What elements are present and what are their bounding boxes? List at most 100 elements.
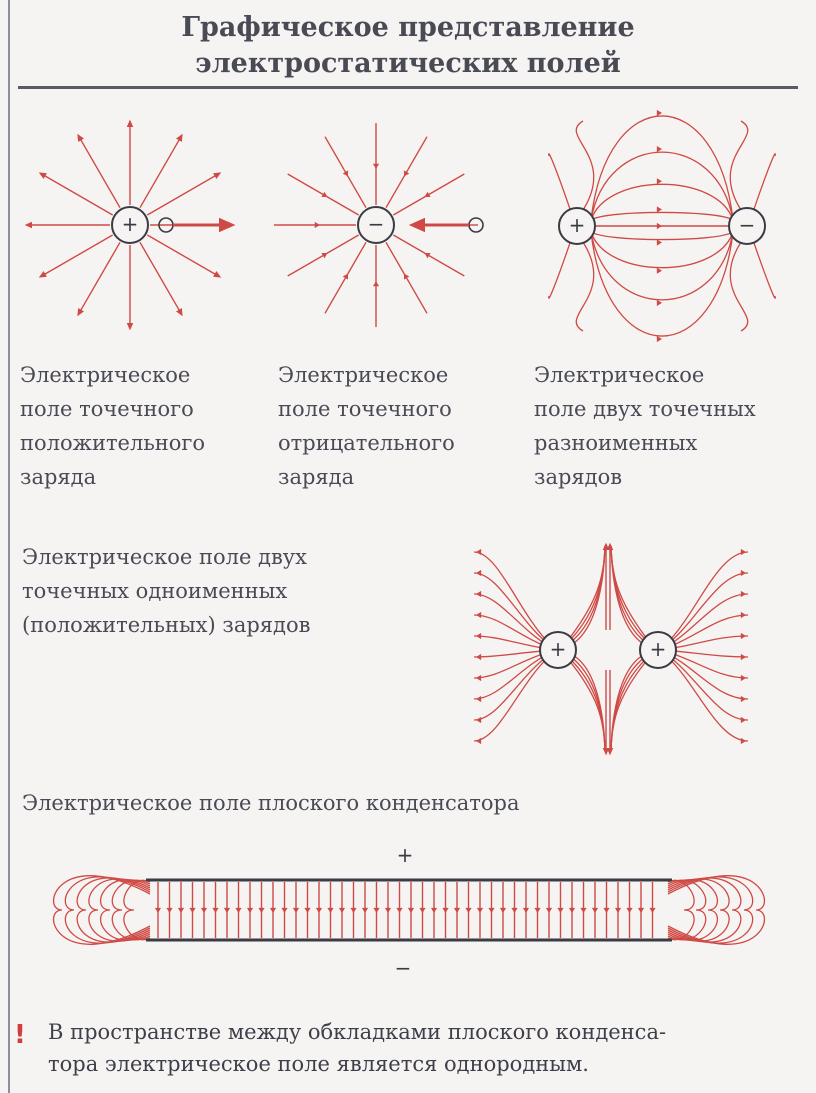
positive-charge — [558, 207, 596, 245]
field-line — [667, 614, 749, 648]
field-arrow — [476, 737, 482, 745]
caption-positive-charge: Электрическое поле точечного положительн… — [20, 363, 206, 489]
field-arrow — [424, 191, 431, 198]
field-arrow — [177, 907, 185, 913]
field-line — [590, 211, 734, 221]
fringe-line — [123, 879, 151, 941]
field-line — [567, 652, 606, 751]
field-arrow — [656, 109, 662, 117]
field-line — [590, 231, 734, 337]
field-arrow — [740, 695, 746, 703]
field-arrow — [372, 281, 380, 287]
field-arrow — [568, 907, 576, 913]
field-arrow — [235, 907, 242, 913]
field-arrow — [649, 907, 656, 913]
field-line — [567, 545, 606, 648]
field-arrow — [476, 569, 482, 577]
field-arrow — [740, 674, 746, 682]
field-arrow — [258, 907, 265, 913]
field-arrow — [342, 170, 349, 177]
plate-minus-sign: − — [395, 956, 412, 980]
field-arrow — [740, 548, 746, 556]
field-arrow — [499, 907, 507, 913]
note-text: В пространстве между обкладками плоского… — [48, 1020, 667, 1076]
fringe-line — [88, 878, 151, 942]
field-arrow — [304, 907, 311, 913]
field-arrow — [656, 335, 662, 343]
left-margin-rule — [8, 0, 10, 1093]
fringe-line — [667, 879, 695, 941]
field-arrow — [740, 611, 746, 619]
field-line — [752, 153, 776, 213]
negative-charge-field: − — [274, 123, 484, 327]
field-arrow — [442, 907, 449, 913]
field-line — [610, 545, 649, 648]
field-arrow — [476, 716, 482, 724]
positive-charge — [539, 631, 577, 669]
field-arrow — [342, 273, 349, 280]
field-arrow — [488, 907, 495, 913]
field-arrow — [740, 653, 746, 661]
field-arrow — [656, 146, 662, 153]
field-arrow — [373, 907, 380, 913]
field-line — [139, 241, 183, 317]
fringe-line — [100, 879, 151, 941]
field-line — [575, 120, 595, 211]
fringe-line — [53, 875, 151, 945]
field-arrow — [476, 632, 482, 640]
field-arrow — [465, 907, 472, 913]
field-arrow — [534, 907, 541, 913]
field-arrow — [396, 907, 403, 913]
field-arrow — [522, 907, 530, 913]
positive-charge — [639, 631, 677, 669]
field-arrow — [511, 907, 518, 913]
field-arrow — [314, 221, 320, 229]
field-line — [575, 241, 595, 332]
positive-charge-sign: + — [550, 637, 567, 661]
caption-negative-charge: Электрическое поле точечного отрицательн… — [278, 363, 455, 489]
field-arrow — [166, 907, 173, 913]
field-arrow — [476, 674, 482, 682]
field-line — [473, 614, 549, 648]
field-arrow — [656, 239, 662, 246]
field-arrow — [453, 907, 461, 913]
field-arrow — [476, 548, 482, 556]
field-arrow — [740, 590, 746, 598]
field-arrow — [315, 907, 323, 913]
field-line — [667, 653, 749, 700]
field-arrow — [740, 737, 746, 745]
field-arrow — [740, 716, 746, 724]
field-line — [548, 239, 572, 299]
caption-dipole: Электрическое поле двух точечных разноим… — [534, 363, 756, 489]
field-line — [548, 153, 572, 213]
field-line — [610, 652, 649, 751]
fringe-line — [667, 879, 718, 941]
field-arrow — [603, 907, 610, 913]
field-line — [146, 172, 222, 216]
field-arrow — [372, 163, 380, 169]
dipole-field: +− — [548, 109, 776, 343]
page-title: Графическое представление электростатиче… — [181, 12, 635, 79]
caption-capacitor: Электрическое поле плоского конденсатора — [22, 791, 520, 815]
field-arrow — [269, 907, 277, 913]
field-arrow — [350, 907, 357, 913]
field-arrow — [557, 907, 564, 913]
field-arrow — [321, 191, 328, 198]
positive-charge-sign: + — [122, 212, 139, 236]
field-arrow — [614, 907, 622, 913]
field-line — [77, 133, 121, 209]
field-line — [590, 115, 734, 221]
field-arrow — [476, 611, 482, 619]
field-line — [590, 231, 734, 269]
plate-plus-sign: + — [397, 843, 414, 867]
field-line — [752, 239, 776, 299]
field-line — [590, 151, 734, 221]
field-arrow — [154, 907, 162, 913]
field-arrow — [292, 907, 300, 913]
field-arrow — [656, 222, 662, 230]
field-line — [473, 551, 549, 643]
field-arrow — [476, 695, 482, 703]
field-arrow — [740, 632, 746, 640]
field-arrow — [580, 907, 587, 913]
